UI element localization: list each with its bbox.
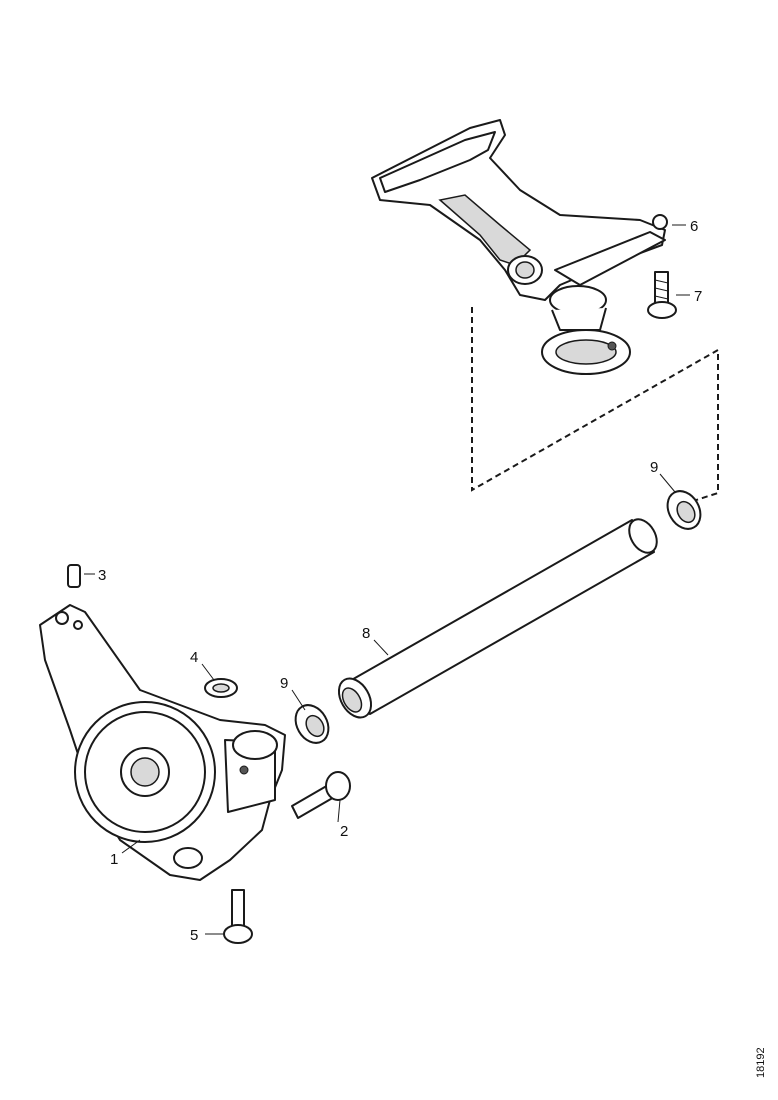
pump-bolt-vertical xyxy=(223,889,253,944)
pump-bolt-horizontal xyxy=(291,771,351,819)
callout-2: 2 xyxy=(340,823,348,840)
oil-strainer xyxy=(541,285,631,375)
leader-lines xyxy=(84,224,690,935)
reference-code: 18192 xyxy=(755,1047,767,1078)
callout-6: 6 xyxy=(690,218,698,235)
pipe-seal-lower xyxy=(294,704,330,744)
bracket-bolt xyxy=(647,271,677,319)
oil-pump-assembly xyxy=(39,604,286,881)
pipe-seal-upper xyxy=(666,490,702,530)
oil-pump-bracket xyxy=(371,119,668,301)
callout-3: 3 xyxy=(98,567,106,584)
callout-1: 1 xyxy=(110,851,118,868)
callout-8: 8 xyxy=(362,625,370,642)
callout-5: 5 xyxy=(190,927,198,944)
dowel-pin xyxy=(67,564,81,588)
callout-9-lower: 9 xyxy=(280,675,288,692)
suction-pipe xyxy=(337,518,658,719)
callout-4: 4 xyxy=(190,649,198,666)
pump-washer xyxy=(204,678,238,698)
callout-9-upper: 9 xyxy=(650,459,658,476)
callout-7: 7 xyxy=(694,288,702,305)
alignment-guide xyxy=(471,307,719,503)
